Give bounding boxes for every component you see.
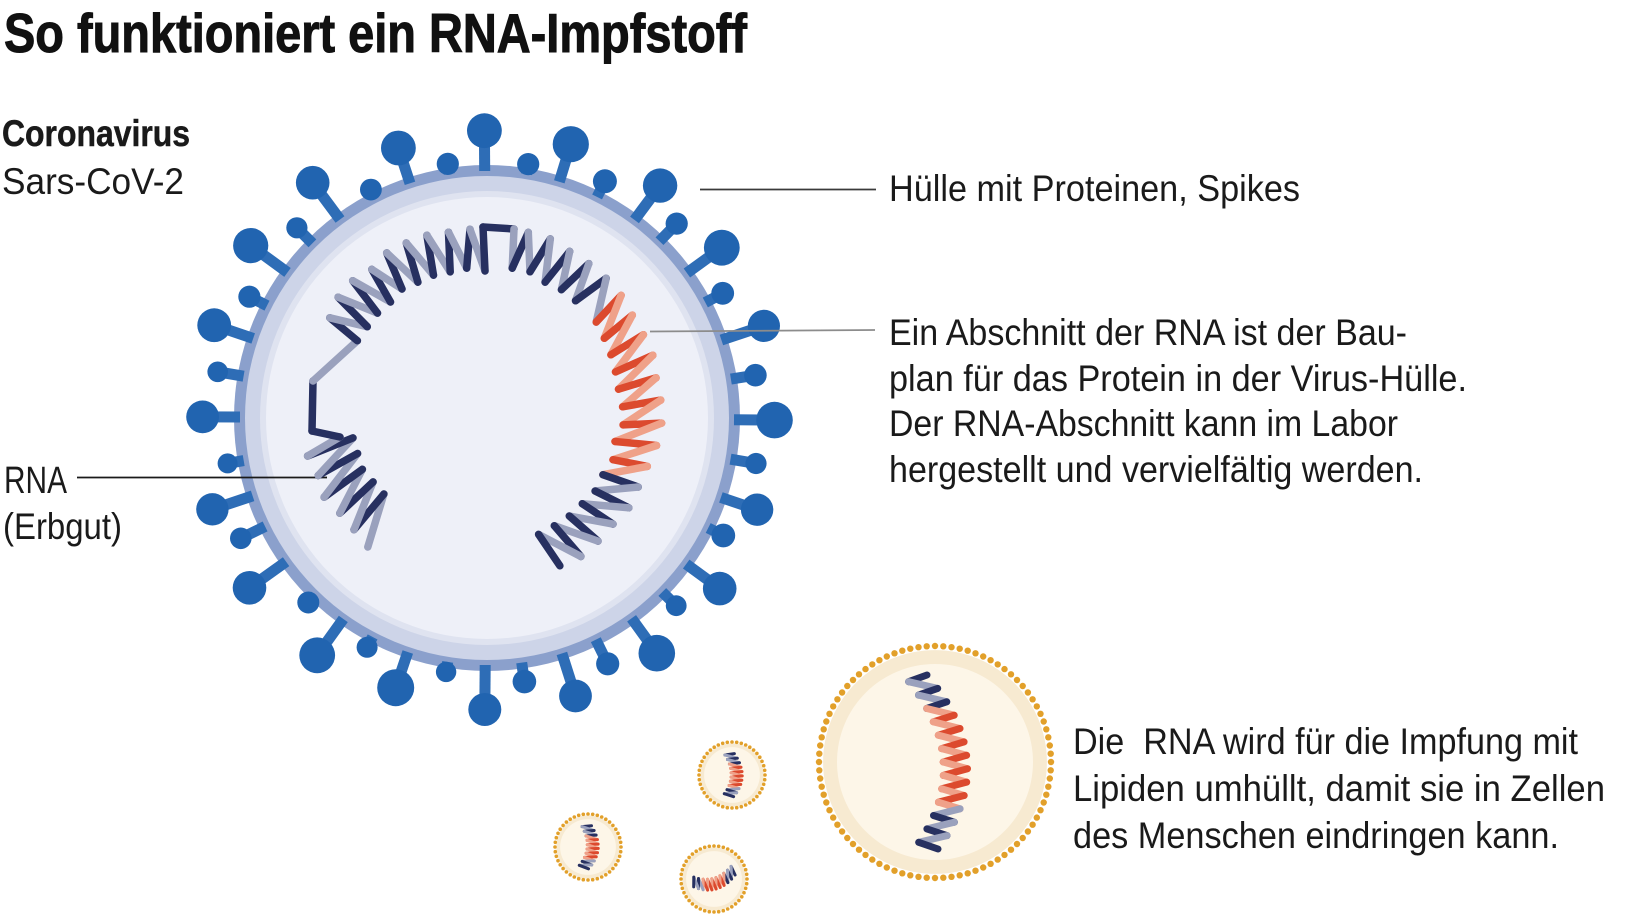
svg-text:hergestellt und vervielfältig: hergestellt und vervielfältig werden.	[889, 448, 1423, 490]
svg-text:Lipiden umhüllt, damit sie in: Lipiden umhüllt, damit sie in Zellen	[1073, 767, 1605, 809]
svg-text:Der RNA-Abschnitt kann im Labo: Der RNA-Abschnitt kann im Labor	[889, 402, 1398, 444]
svg-text:plan für das Protein in der Vi: plan für das Protein in der Virus-Hülle.	[889, 357, 1467, 399]
svg-text:des Menschen eindringen kann.: des Menschen eindringen kann.	[1073, 814, 1559, 856]
svg-text:So funktioniert ein RNA-Impfst: So funktioniert ein RNA-Impfstoff	[4, 2, 748, 64]
svg-text:(Erbgut): (Erbgut)	[3, 505, 122, 547]
svg-text:Coronavirus: Coronavirus	[2, 113, 190, 154]
svg-text:Ein Abschnitt der RNA ist der: Ein Abschnitt der RNA ist der Bau-	[889, 311, 1407, 353]
svg-text:Hülle mit Proteinen, Spikes: Hülle mit Proteinen, Spikes	[889, 168, 1300, 209]
svg-text:RNA: RNA	[4, 460, 68, 502]
svg-text:Sars-CoV-2: Sars-CoV-2	[2, 161, 184, 202]
svg-text:Die RNA wird für die Impfung: Die RNA wird für die Impfung mit	[1073, 720, 1579, 762]
